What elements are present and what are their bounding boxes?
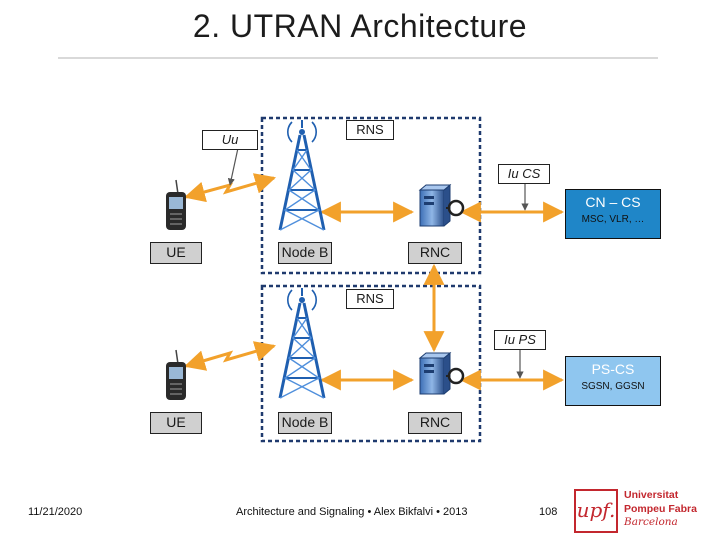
ps-cs-box: PS-CS SGSN, GGSN <box>565 356 661 406</box>
iu-cs-label: Iu CS <box>498 164 550 184</box>
footer-credit: Architecture and Signaling • Alex Bikfal… <box>236 506 468 518</box>
footer-page-number: 108 <box>539 506 558 518</box>
cn-cs-subtitle: MSC, VLR, … <box>581 214 645 225</box>
cell-tower-icon <box>278 286 326 400</box>
ps-cs-title: PS-CS <box>591 361 635 377</box>
upf-logo-mark: upf. <box>574 489 618 533</box>
server-icon <box>418 351 465 396</box>
logo-line-3: Barcelona <box>624 516 678 528</box>
footer-date: 11/21/2020 <box>28 506 83 518</box>
rns-label-top: RNS <box>346 120 394 140</box>
ue-label-bottom: UE <box>150 412 202 434</box>
lightning-link-icon <box>183 173 277 203</box>
ue-label-top: UE <box>150 242 202 264</box>
callout-uu <box>227 147 239 186</box>
lightning-link-icon <box>183 341 277 371</box>
rnc-label-top: RNC <box>408 242 462 264</box>
rnc-label-bottom: RNC <box>408 412 462 434</box>
upf-logo-text: Universitat Pompeu Fabra Barcelona <box>624 489 704 530</box>
title-divider <box>58 57 658 59</box>
nodeb-label-top: Node B <box>278 242 332 264</box>
mobile-phone-icon <box>165 349 187 401</box>
cn-cs-box: CN – CS MSC, VLR, … <box>565 189 661 239</box>
mobile-phone-icon <box>165 179 187 231</box>
ps-cs-subtitle: SGSN, GGSN <box>581 381 645 392</box>
cn-cs-title: CN – CS <box>585 194 641 210</box>
uu-label: Uu <box>202 130 258 150</box>
logo-line-1: Universitat <box>624 489 679 501</box>
cell-tower-icon <box>278 118 326 232</box>
slide-title: 2. UTRAN Architecture <box>192 8 528 44</box>
server-icon <box>418 183 465 228</box>
upf-logo: upf. Universitat Pompeu Fabra Barcelona <box>574 489 704 533</box>
nodeb-label-bottom: Node B <box>278 412 332 434</box>
logo-line-2: Pompeu Fabra <box>624 502 697 515</box>
iu-ps-label: Iu PS <box>494 330 546 350</box>
rns-label-bottom: RNS <box>346 289 394 309</box>
